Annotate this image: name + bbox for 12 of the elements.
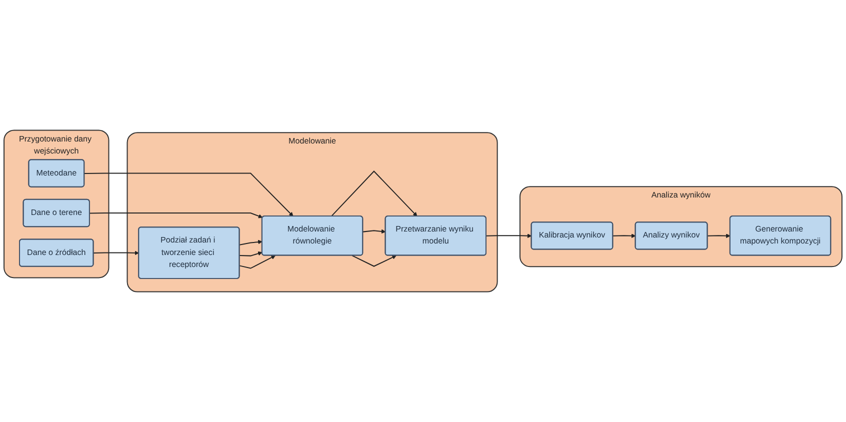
arrow (90, 212, 263, 218)
arrow (240, 251, 262, 256)
arrow (352, 255, 396, 267)
arrow (708, 234, 730, 238)
arrow (612, 234, 636, 238)
arrow (239, 255, 276, 269)
arrow (362, 229, 386, 234)
arrow (239, 240, 262, 246)
arrow (330, 170, 418, 217)
arrow (84, 172, 294, 216)
arrow (486, 234, 532, 238)
arrow (94, 250, 140, 256)
